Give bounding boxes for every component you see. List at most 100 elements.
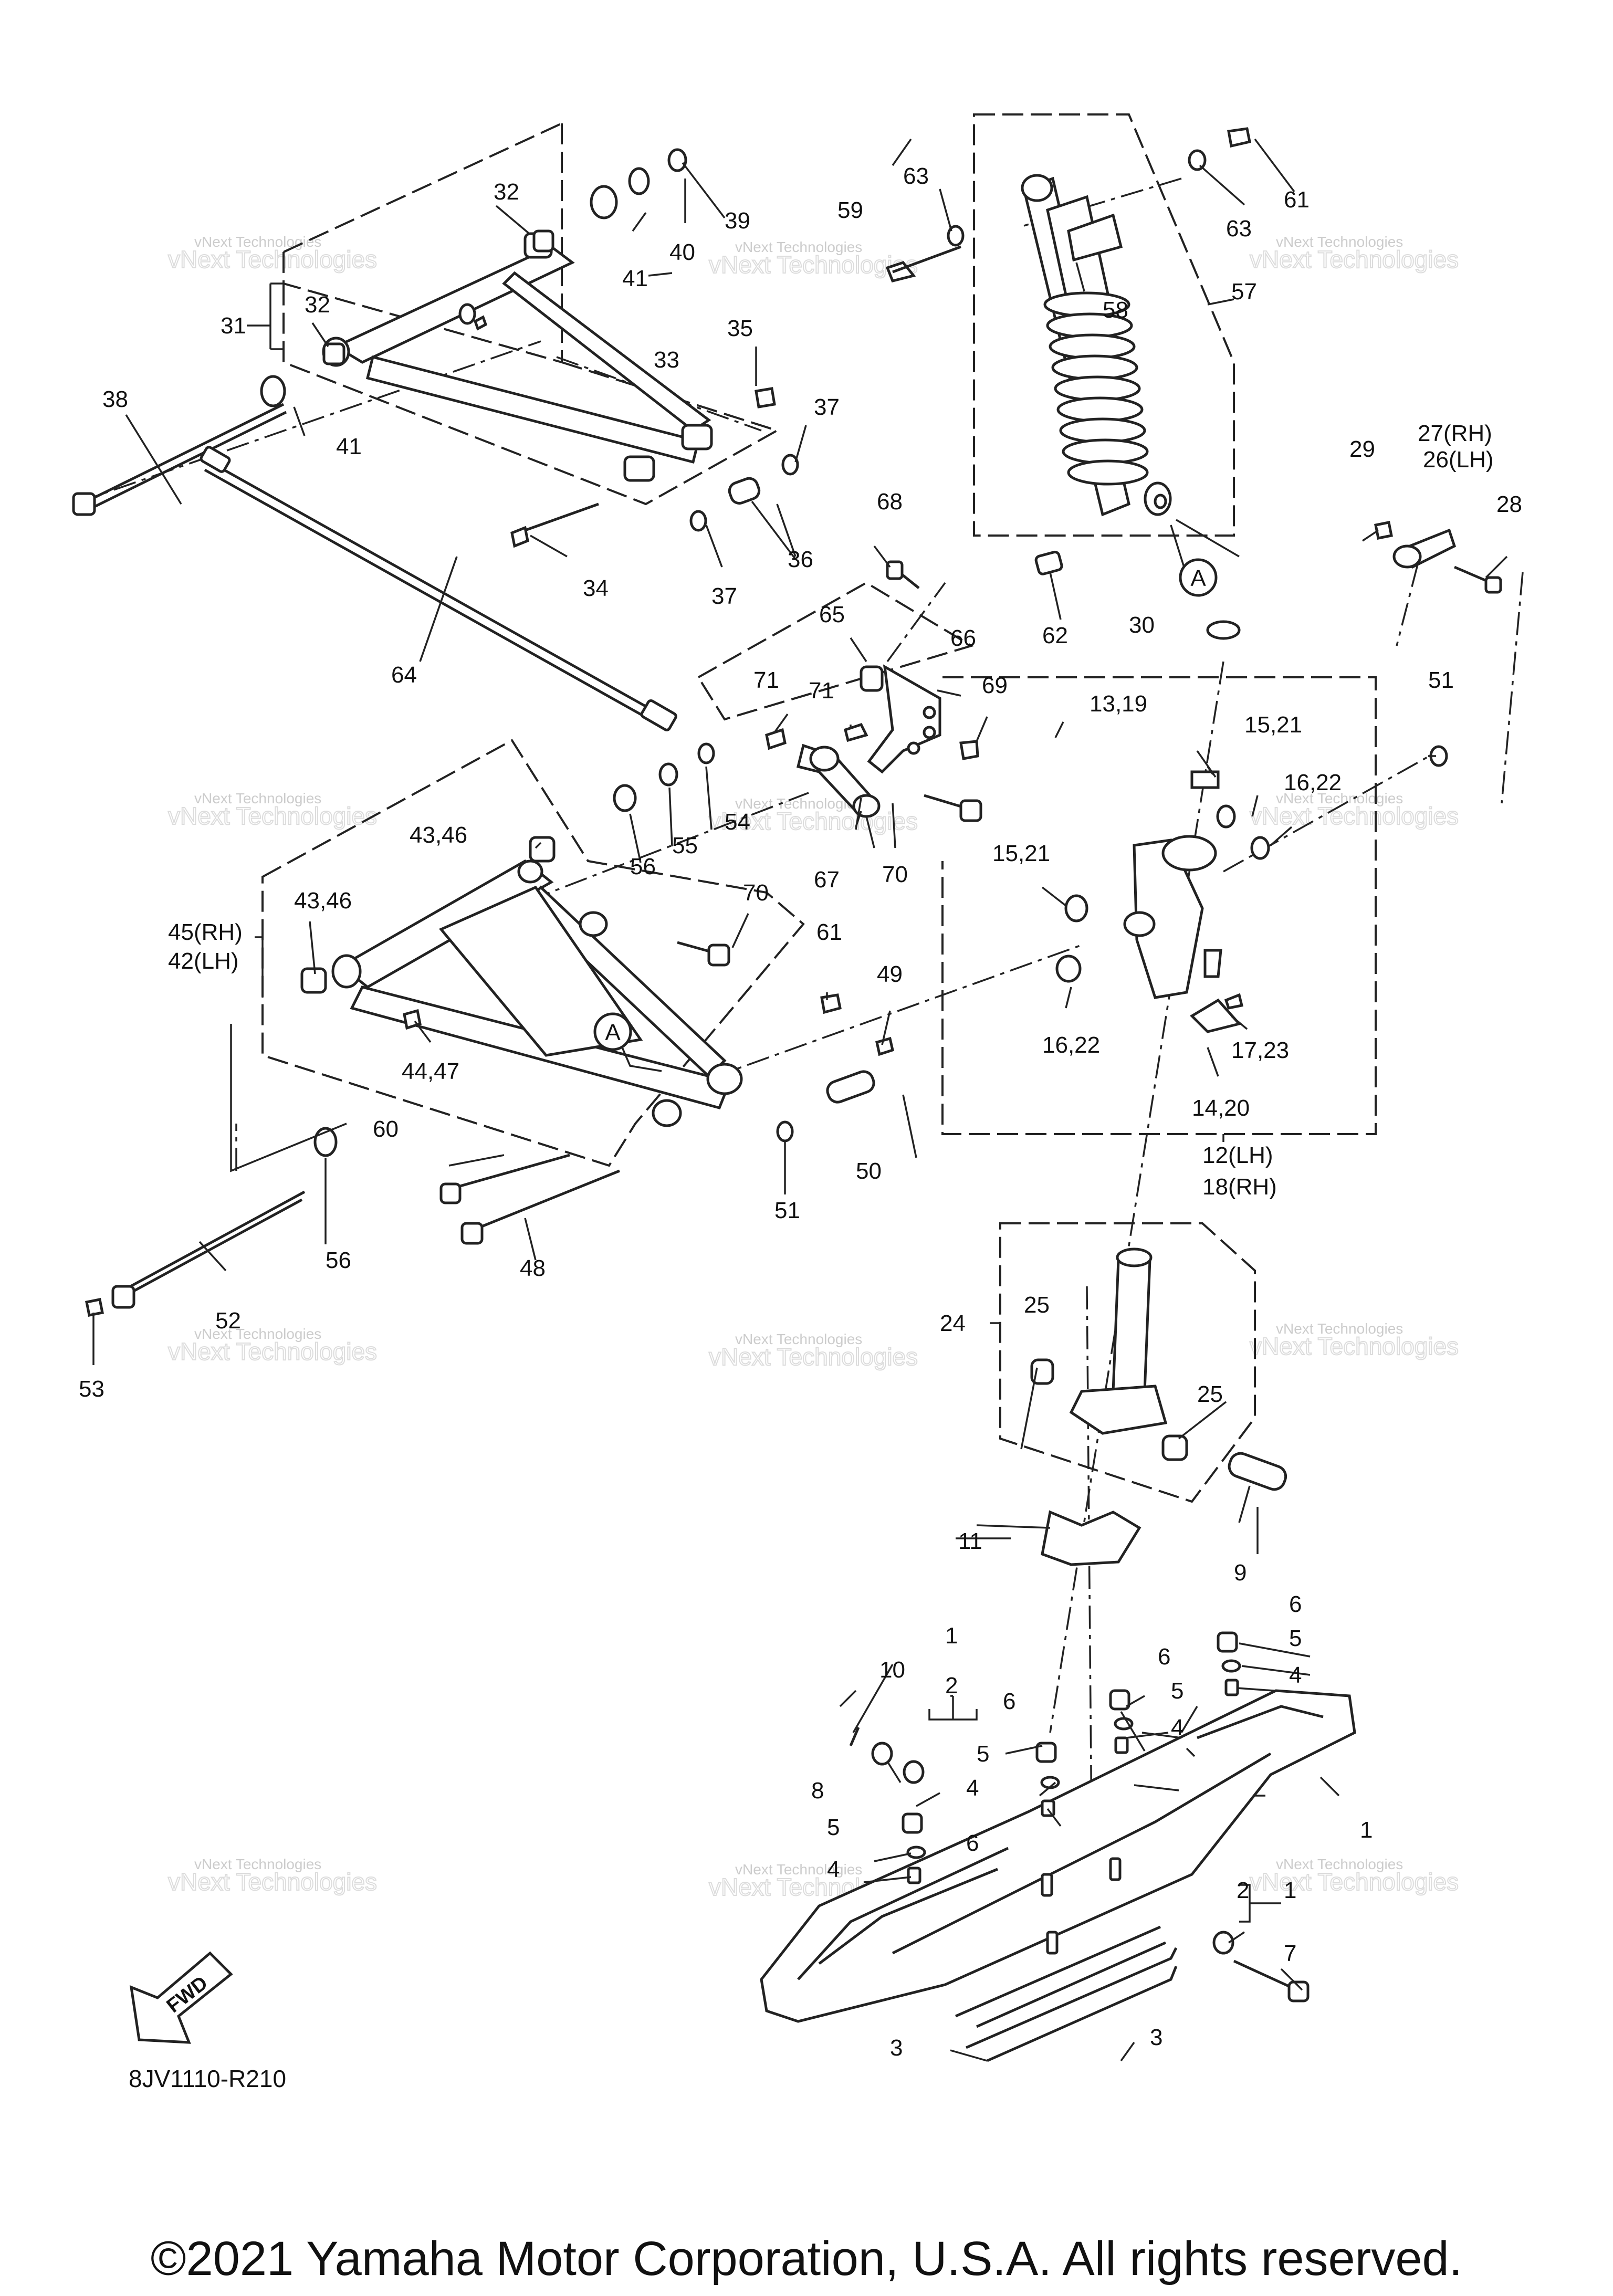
part-callout: 31 [221, 313, 246, 339]
part-callout: 15,21 [992, 841, 1050, 866]
part-callout: 56 [630, 854, 656, 879]
part-callout: 6 [1003, 1689, 1015, 1714]
part-callout: 40 [669, 239, 695, 265]
part-callout: 69 [982, 673, 1008, 698]
axis-line [886, 582, 946, 663]
shock-group-outline [973, 113, 1235, 537]
part-callout: 71 [753, 667, 779, 693]
part-callout: 28 [1496, 491, 1522, 517]
stabilizer-rod [200, 446, 677, 731]
shock-spring [1043, 291, 1149, 486]
part-callout: 70 [882, 862, 908, 887]
part-callout: 25 [1024, 1292, 1050, 1318]
spindle-group-outline [941, 676, 1377, 1135]
part-callout: 9 [1234, 1560, 1247, 1586]
copyright-notice: ©2021 Yamaha Motor Corporation, U.S.A. A… [150, 2232, 1463, 2285]
part-callout: 70 [743, 880, 769, 906]
part-callout: 1 [945, 1623, 958, 1649]
part-callout: 39 [725, 208, 750, 234]
part-callout: 63 [903, 163, 929, 189]
watermark-text: vNext Technologies [1276, 1320, 1403, 1337]
part-callout: 1 [1284, 1878, 1296, 1903]
part-callout: 6 [1158, 1644, 1170, 1670]
watermark-group: vNext Technologies vNext Technologies vN… [167, 234, 1459, 1901]
bracket-group-outline [697, 581, 974, 721]
part-callout: 5 [827, 1815, 840, 1840]
part-callout: 29 [1349, 436, 1375, 462]
ski-mount-group-outline [999, 1222, 1256, 1503]
part-callout: 45(RH) [168, 919, 243, 945]
upper-arm-group-outline [283, 122, 562, 253]
part-callout: 16,22 [1042, 1032, 1100, 1058]
part-callout: 58 [1103, 297, 1128, 323]
part-callout: 35 [727, 316, 753, 341]
part-callout: 53 [79, 1376, 104, 1402]
steering-bracket [677, 560, 982, 967]
part-callout: 60 [373, 1116, 399, 1142]
part-callout: 36 [788, 547, 813, 572]
axis-line [1086, 1286, 1093, 1891]
axis-line [672, 944, 1082, 1093]
reference-label-a: A [605, 1020, 621, 1045]
shock-absorber [885, 127, 1251, 575]
upper-arm-group-outline [282, 284, 780, 506]
part-callout: 43,46 [294, 888, 352, 914]
watermark-text: vNext Technologies [735, 1331, 862, 1347]
watermark-text: vNext Technologies [1250, 246, 1459, 273]
watermark-text: vNext Technologies [194, 790, 321, 806]
part-callout: 24 [940, 1310, 966, 1336]
part-callout: 38 [102, 386, 128, 412]
part-callout: 55 [672, 833, 698, 858]
axis-line [76, 340, 541, 504]
ski-spindle [1030, 1247, 1287, 1566]
part-callout: 41 [622, 266, 648, 291]
part-callout: 2 [1237, 1878, 1249, 1903]
part-callout: 4 [827, 1857, 840, 1882]
part-callout: 5 [1289, 1626, 1302, 1651]
upper-arm-bolt [72, 403, 287, 516]
brackets [230, 282, 1281, 1923]
part-callout: 65 [819, 602, 845, 627]
part-callout: 64 [391, 662, 417, 688]
part-callout: 5 [977, 1741, 989, 1767]
part-callout: 5 [1171, 1678, 1183, 1704]
ski-hardware [849, 1631, 1310, 2003]
part-callout: 3 [890, 2035, 903, 2061]
part-callout: 14,20 [1192, 1095, 1250, 1121]
spindle-housing [1055, 620, 1448, 1033]
lower-arm-group-outline [261, 739, 805, 1167]
watermark-text: vNext Technologies [194, 1326, 321, 1342]
group-outlines [261, 113, 1377, 1503]
part-callout: 4 [966, 1775, 979, 1801]
part-callout: 61 [816, 919, 842, 945]
watermark-text: vNext Technologies [735, 795, 862, 812]
part-callout: 25 [1197, 1381, 1223, 1407]
part-callout: 16,22 [1284, 770, 1342, 795]
part-callout: 50 [856, 1158, 882, 1184]
part-callout: 37 [814, 394, 840, 420]
part-callout: 4 [1289, 1662, 1302, 1688]
part-callout: 43,46 [410, 822, 467, 848]
part-callout: 68 [877, 489, 903, 515]
lower-a-arm [331, 859, 743, 1127]
upper-arm-hardware [260, 148, 799, 548]
part-callout: 71 [809, 678, 834, 704]
part-callout: 37 [711, 583, 737, 609]
watermark-text: vNext Technologies [168, 802, 377, 830]
watermark-text: vNext Technologies [709, 1343, 918, 1370]
part-callout: 18(RH) [1202, 1174, 1277, 1200]
part-callout: 6 [1289, 1591, 1302, 1617]
part-callout: 48 [520, 1255, 546, 1281]
watermark-text: vNext Technologies [1276, 234, 1403, 250]
part-callout: 2 [945, 1673, 958, 1699]
part-callout: 26(LH) [1423, 447, 1494, 473]
part-callout: 32 [494, 179, 519, 205]
part-callout: 62 [1042, 623, 1068, 648]
part-callout: 51 [774, 1198, 800, 1223]
watermark-text: vNext Technologies [1276, 790, 1403, 806]
part-callout: 4 [1171, 1715, 1183, 1741]
watermark-text: vNext Technologies [735, 1861, 862, 1878]
part-callout: 13,19 [1090, 691, 1147, 717]
reference-circle-a: A A [593, 525, 1218, 1072]
watermark-text: vNext Technologies [1276, 1856, 1403, 1872]
